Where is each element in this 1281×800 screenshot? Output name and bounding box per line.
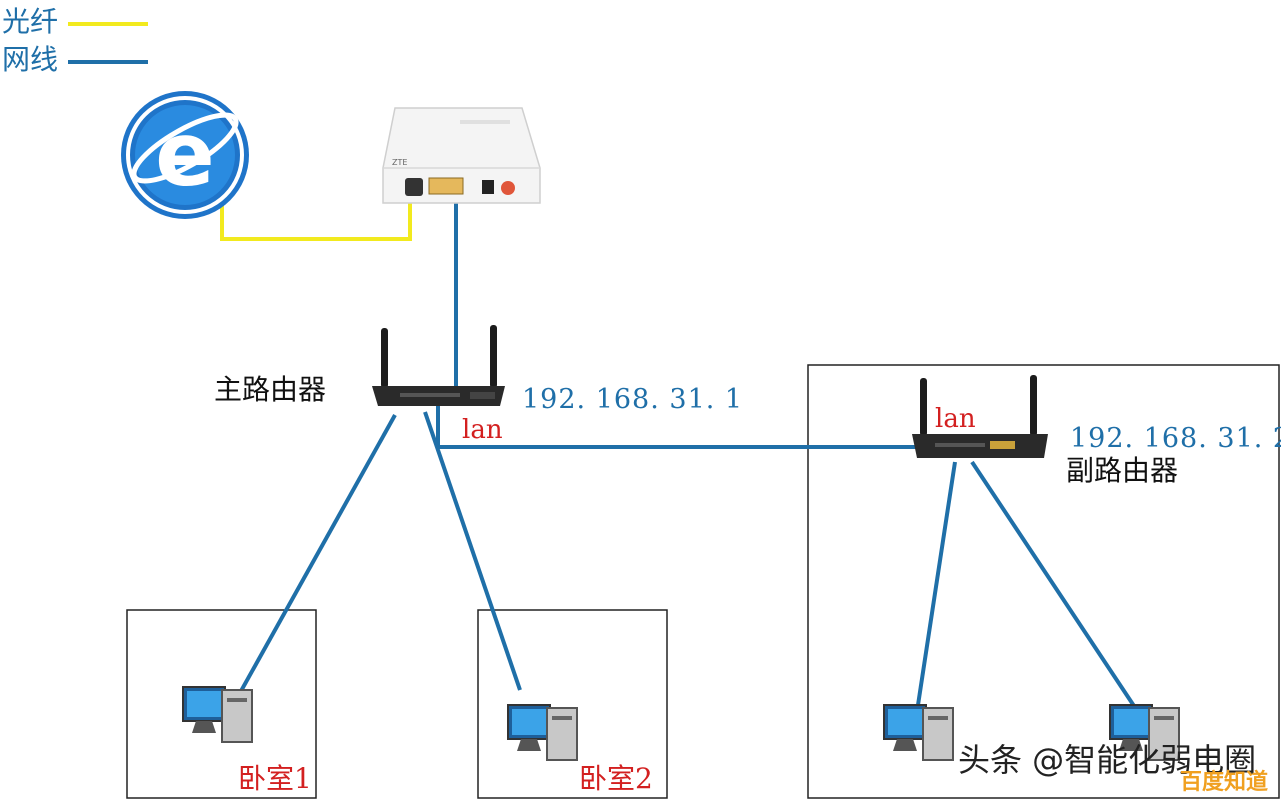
pc-room2-icon: [507, 704, 578, 761]
sub-router-lan-label: lan: [935, 404, 976, 434]
sub-router-icon: [912, 375, 1048, 458]
pc-sub2-icon: [1109, 704, 1180, 761]
cable-sub-to-pc3: [916, 461, 957, 706]
main-router-icon: [372, 325, 505, 406]
watermark-logo: 百度知道: [1180, 770, 1269, 795]
main-router-ip: 192. 168. 31. 1: [522, 384, 744, 415]
sub-area-frame: [807, 364, 1280, 799]
room2-label: 卧室2: [579, 762, 653, 795]
internet-explorer-icon: e: [121, 91, 249, 219]
legend-fiber-label: 光纤: [2, 5, 59, 38]
room2-frame: [477, 609, 668, 799]
room1-label: 卧室1: [238, 762, 312, 795]
main-router-lan-label: lan: [462, 415, 503, 445]
legend-cable-label: 网线: [2, 43, 59, 76]
svg-text:ZTE: ZTE: [392, 158, 407, 167]
cable-main-to-room1: [234, 414, 397, 701]
main-router-label: 主路由器: [214, 373, 327, 406]
sub-router-ip: 192. 168. 31. 2: [1070, 423, 1281, 454]
room1-frame: [126, 609, 317, 799]
cable-main-to-room2: [423, 411, 522, 691]
pc-sub1-icon: [883, 704, 954, 761]
optical-modem-icon: ZTE: [382, 107, 541, 204]
pc-room1-icon: [182, 686, 253, 743]
sub-router-label: 副路由器: [1066, 454, 1179, 487]
watermark-text: 头条 @智能化弱电圈: [958, 741, 1257, 779]
cable-sub-to-pc4: [970, 460, 1142, 717]
